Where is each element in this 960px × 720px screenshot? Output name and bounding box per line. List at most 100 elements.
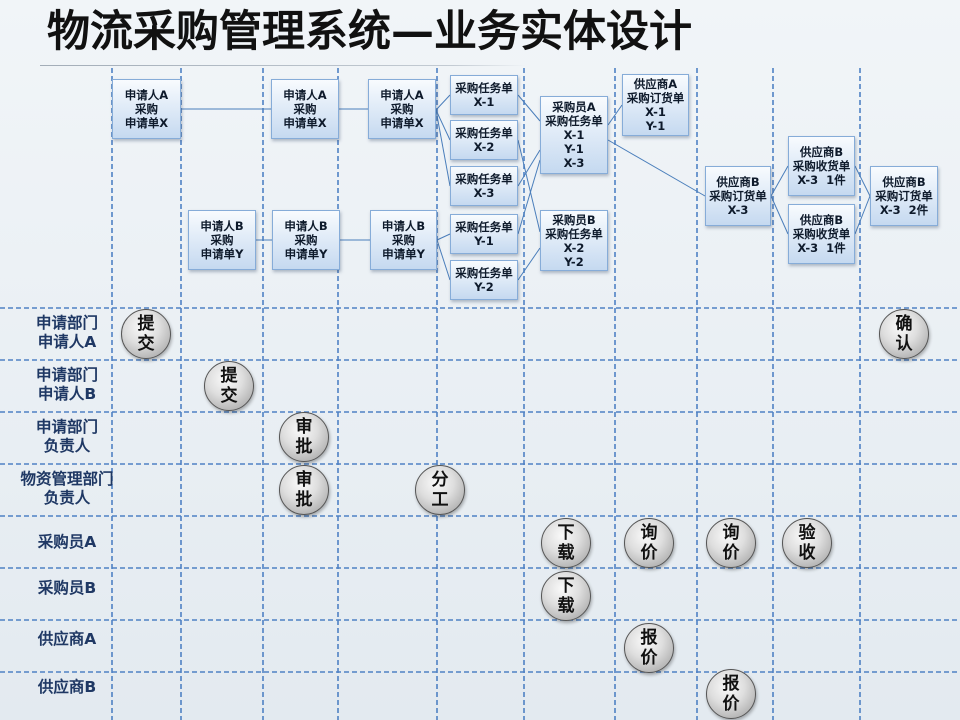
action-label: 报价 bbox=[640, 628, 658, 668]
entity-label: 供应商B 采购订货单 X-3 2件 bbox=[875, 175, 933, 217]
purchase-task-box: 采购任务单 Y-2 bbox=[450, 260, 518, 300]
flow-connector bbox=[517, 159, 541, 235]
lane-label-text: 申请部门 申请人A bbox=[35, 314, 98, 351]
action-confirm: 确认 bbox=[879, 309, 929, 359]
requisition-a-box: 申请人A 采购 申请单X bbox=[112, 79, 181, 139]
entity-label: 申请人A 采购 申请单X bbox=[283, 88, 327, 130]
action-inquire: 询价 bbox=[706, 518, 756, 568]
entity-label: 采购任务单 X-2 bbox=[455, 126, 513, 154]
purchase-task-box: 采购任务单 X-3 bbox=[450, 166, 518, 206]
lane-label-text: 申请部门 申请人B bbox=[35, 366, 98, 403]
buyer-task-list-box: 采购员B 采购任务单 X-2 Y-2 bbox=[540, 210, 608, 271]
action-inquire: 询价 bbox=[624, 518, 674, 568]
purchase-task-box: 采购任务单 X-2 bbox=[450, 120, 518, 160]
lane-label-dept-head: 申请部门 负责人 bbox=[0, 411, 134, 463]
action-download: 下载 bbox=[541, 518, 591, 568]
entity-label: 采购员B 采购任务单 X-2 Y-2 bbox=[545, 212, 603, 269]
receipt-box: 供应商B 采购收货单 X-3 1件 bbox=[788, 136, 855, 196]
entity-label: 供应商B 采购收货单 X-3 1件 bbox=[792, 145, 851, 187]
purchase-order-box: 供应商A 采购订货单 X-1 Y-1 bbox=[622, 74, 689, 136]
flow-connector bbox=[854, 195, 871, 235]
action-assign: 分工 bbox=[415, 465, 465, 515]
action-label: 下载 bbox=[557, 576, 575, 616]
entity-label: 申请人A 采购 申请单X bbox=[380, 88, 424, 130]
flow-connector bbox=[435, 94, 451, 111]
buyer-task-list-box: 采购员A 采购任务单 X-1 Y-1 X-3 bbox=[540, 96, 608, 174]
lane-label-text: 采购员B bbox=[37, 578, 97, 597]
flow-connector bbox=[607, 104, 623, 126]
action-label: 提交 bbox=[220, 366, 238, 406]
action-approve: 审批 bbox=[279, 465, 329, 515]
lane-label-text: 供应商B bbox=[37, 677, 97, 696]
slide-title: 物流采购管理系统—业务实体设计 bbox=[47, 7, 692, 57]
action-label: 报价 bbox=[722, 674, 740, 714]
lane-label-text: 采购员A bbox=[37, 532, 97, 551]
action-label: 审批 bbox=[295, 417, 313, 457]
entity-label: 申请人B 采购 申请单Y bbox=[381, 219, 426, 261]
action-label: 提交 bbox=[137, 314, 155, 354]
purchase-order-box: 供应商B 采购订货单 X-3 2件 bbox=[870, 166, 938, 226]
lane-label-text: 申请部门 负责人 bbox=[35, 418, 98, 455]
entity-label: 采购任务单 X-1 bbox=[455, 81, 513, 109]
lane-label-supplier-b: 供应商B bbox=[0, 661, 134, 713]
lane-label-text: 物资管理部门 负责人 bbox=[20, 470, 114, 507]
entity-label: 申请人A 采购 申请单X bbox=[124, 88, 169, 130]
lane-label-supplier-a: 供应商A bbox=[0, 613, 134, 665]
action-label: 询价 bbox=[640, 523, 658, 563]
flow-connector bbox=[770, 165, 789, 197]
flow-connector bbox=[770, 195, 789, 235]
purchase-order-box: 供应商B 采购订货单 X-3 bbox=[705, 166, 771, 226]
action-quote: 报价 bbox=[706, 669, 756, 719]
lane-dividers bbox=[0, 307, 960, 673]
requisition-a-box: 申请人A 采购 申请单X bbox=[271, 79, 339, 139]
purchase-task-box: 采购任务单 X-1 bbox=[450, 75, 518, 115]
flow-connector bbox=[517, 94, 541, 122]
flow-connector bbox=[517, 139, 541, 233]
requisition-a-box: 申请人A 采购 申请单X bbox=[368, 79, 436, 139]
lane-label-materials-head: 物资管理部门 负责人 bbox=[0, 463, 134, 515]
requisition-b-box: 申请人B 采购 申请单Y bbox=[370, 210, 437, 270]
lane-label-text: 供应商A bbox=[37, 629, 97, 648]
action-submit: 提交 bbox=[204, 361, 254, 411]
entity-label: 采购任务单 Y-1 bbox=[455, 220, 513, 248]
entity-label: 申请人B 采购 申请单Y bbox=[200, 219, 244, 261]
flow-connectors bbox=[181, 94, 871, 281]
lane-label-buyer-b: 采购员B bbox=[0, 562, 134, 614]
flow-connector bbox=[435, 109, 451, 141]
lane-label-applicant-a: 申请部门 申请人A bbox=[0, 307, 134, 359]
requisition-b-box: 申请人B 采购 申请单Y bbox=[188, 210, 256, 270]
flow-connector bbox=[854, 165, 871, 197]
purchase-task-box: 采购任务单 Y-1 bbox=[450, 214, 518, 254]
action-approve: 审批 bbox=[279, 412, 329, 462]
requisition-b-box: 申请人B 采购 申请单Y bbox=[272, 210, 340, 270]
receipt-box: 供应商B 采购收货单 X-3 1件 bbox=[788, 204, 855, 264]
action-label: 审批 bbox=[295, 470, 313, 510]
title-underline bbox=[40, 65, 526, 66]
flow-connector bbox=[435, 109, 451, 187]
flow-connector bbox=[517, 247, 541, 281]
action-label: 下载 bbox=[557, 523, 575, 563]
action-inspect: 验收 bbox=[782, 518, 832, 568]
action-label: 分工 bbox=[431, 470, 449, 510]
entity-label: 采购任务单 Y-2 bbox=[455, 266, 513, 294]
flow-connector bbox=[517, 149, 541, 187]
entity-label: 采购员A 采购任务单 X-1 Y-1 X-3 bbox=[545, 100, 603, 170]
action-quote: 报价 bbox=[624, 623, 674, 673]
action-label: 确认 bbox=[895, 314, 913, 354]
action-submit: 提交 bbox=[121, 309, 171, 359]
action-label: 询价 bbox=[722, 523, 740, 563]
flow-connector bbox=[436, 233, 451, 241]
entity-label: 供应商B 采购订货单 X-3 bbox=[709, 175, 767, 217]
entity-label: 采购任务单 X-3 bbox=[455, 172, 513, 200]
action-label: 验收 bbox=[798, 523, 816, 563]
action-download: 下载 bbox=[541, 571, 591, 621]
flow-connector bbox=[607, 139, 706, 197]
entity-label: 申请人B 采购 申请单Y bbox=[284, 219, 328, 261]
lane-label-buyer-a: 采购员A bbox=[0, 516, 134, 568]
lane-label-applicant-b: 申请部门 申请人B bbox=[0, 359, 134, 411]
entity-label: 供应商B 采购收货单 X-3 1件 bbox=[792, 213, 851, 255]
entity-label: 供应商A 采购订货单 X-1 Y-1 bbox=[626, 77, 685, 133]
flow-connector bbox=[436, 239, 451, 281]
